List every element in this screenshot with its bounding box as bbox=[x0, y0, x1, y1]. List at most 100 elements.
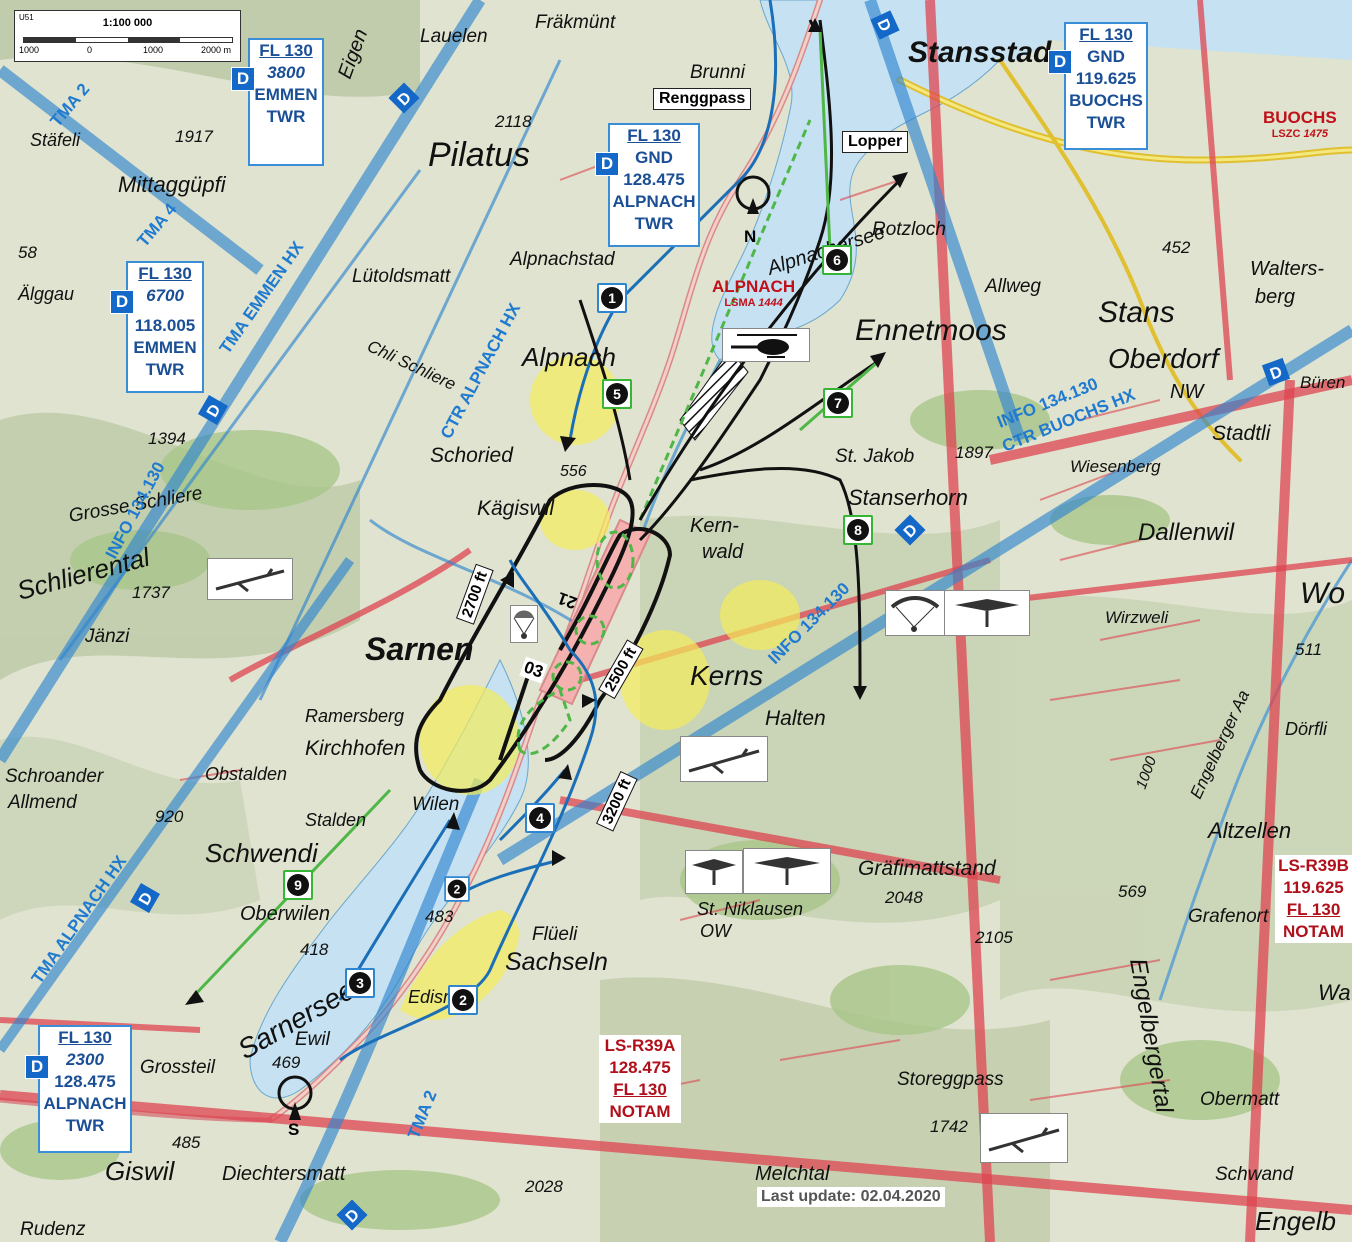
place-label: 452 bbox=[1162, 238, 1191, 257]
dashed-green-circuit bbox=[516, 119, 812, 756]
place-label: Schroander bbox=[5, 766, 104, 787]
place-label: Schwand bbox=[1215, 1164, 1295, 1185]
place-label: Sachseln bbox=[505, 948, 608, 976]
place-label: Kern- bbox=[690, 515, 739, 537]
place-label: 2048 bbox=[884, 888, 923, 907]
place-label: Alpnach bbox=[520, 342, 616, 372]
scale-corner: U51 bbox=[19, 13, 34, 22]
freq-box-buochs[interactable]: FL 130 GND 119.625 BUOCHS TWR bbox=[1064, 22, 1148, 150]
freq-box-alpnach[interactable]: FL 130 GND 128.475 ALPNACH TWR bbox=[608, 123, 700, 247]
scale-tick: 1000 bbox=[143, 45, 164, 55]
place-label: St. Niklausen bbox=[697, 899, 803, 919]
place-label: Dörfli bbox=[1285, 719, 1328, 739]
place-label: 418 bbox=[300, 940, 329, 959]
glider-icon bbox=[980, 1113, 1068, 1163]
place-label: wald bbox=[702, 541, 744, 563]
place-label: Grafenort bbox=[1188, 906, 1269, 927]
glider-icon bbox=[207, 558, 293, 600]
place-label: 483 bbox=[425, 907, 454, 926]
gate-north-label: N bbox=[744, 227, 757, 246]
scale-tick: 0 bbox=[87, 45, 93, 55]
place-label: 2118 bbox=[494, 112, 532, 131]
place-label: 1742 bbox=[930, 1117, 968, 1136]
place-label: Jänzi bbox=[84, 626, 130, 647]
place-label: 1394 bbox=[148, 429, 186, 448]
place-label: Ennetmoos bbox=[855, 314, 1007, 347]
waypoint-3[interactable]: 3 bbox=[345, 968, 375, 998]
place-label: Allweg bbox=[984, 276, 1041, 297]
place-label: Wo bbox=[1300, 577, 1345, 610]
place-label: 2028 bbox=[524, 1177, 563, 1196]
place-label: 511 bbox=[1295, 640, 1322, 659]
waypoint-6[interactable]: 6 bbox=[822, 245, 852, 275]
aerodrome-alpnach[interactable]: ALPNACH LSMA 1444 bbox=[712, 277, 796, 309]
waypoint-8[interactable]: 8 bbox=[843, 515, 873, 545]
place-label: Rotzloch bbox=[872, 219, 946, 240]
place-label: Büren bbox=[1300, 373, 1345, 392]
reporting-point-lopper[interactable]: Lopper bbox=[842, 131, 909, 153]
hazard-zones bbox=[400, 355, 800, 1020]
place-label: Altzellen bbox=[1206, 818, 1291, 843]
place-label: Storeggpass bbox=[897, 1069, 1004, 1090]
restricted-box-r39b[interactable]: LS-R39B 119.625 FL 130 NOTAM bbox=[1275, 855, 1352, 943]
helicopter-icon bbox=[722, 328, 810, 362]
gate-south-marker[interactable] bbox=[277, 1075, 313, 1120]
waypoint-9[interactable]: 9 bbox=[283, 870, 313, 900]
scale-bar: U51 1:100 000 1000 0 1000 2000 m bbox=[14, 10, 241, 62]
place-label: 2105 bbox=[974, 928, 1013, 947]
place-label: Wilen bbox=[412, 794, 459, 815]
route-arrowheads bbox=[185, 18, 908, 1005]
aerodrome-buochs[interactable]: BUOCHS LSZC 1475 bbox=[1263, 108, 1337, 140]
waypoint-7[interactable]: 7 bbox=[823, 388, 853, 418]
place-label: Schoried bbox=[430, 444, 514, 467]
place-label: NW bbox=[1170, 381, 1205, 403]
place-label: Stäfeli bbox=[30, 130, 81, 150]
place-label: 569 bbox=[1118, 882, 1147, 901]
class-d-badge: D bbox=[231, 67, 255, 91]
hang-glider-icon bbox=[944, 590, 1030, 636]
glider-icon bbox=[680, 736, 768, 782]
waypoint-2-alt[interactable]: 2 bbox=[444, 876, 470, 902]
paraglider-icon bbox=[885, 590, 945, 636]
place-label: Ramersberg bbox=[305, 706, 404, 726]
class-d-badge: D bbox=[110, 290, 134, 314]
scale-tick: 2000 m bbox=[201, 45, 232, 55]
place-label: berg bbox=[1255, 286, 1295, 308]
waypoint-5[interactable]: 5 bbox=[602, 379, 632, 409]
place-label: Stansstad bbox=[908, 36, 1052, 69]
place-label: Lauelen bbox=[420, 26, 488, 47]
freq-box-alpnach-2300[interactable]: FL 130 2300 128.475 ALPNACH TWR bbox=[38, 1025, 132, 1153]
forest-patches bbox=[0, 390, 1280, 1230]
scale-ratio: 1:100 000 bbox=[102, 17, 153, 29]
place-label: Engelb bbox=[1255, 1206, 1336, 1236]
waypoint-4[interactable]: 4 bbox=[525, 803, 555, 833]
place-label: Grossteil bbox=[140, 1057, 216, 1078]
gate-south-label: S bbox=[288, 1120, 300, 1139]
freq-box-emmen-6700[interactable]: FL 130 6700 118.005 EMMEN TWR bbox=[126, 261, 204, 393]
place-label: Diechtersmatt bbox=[222, 1163, 347, 1185]
scale-graphic bbox=[23, 37, 233, 43]
last-update-label: Last update: 02.04.2020 bbox=[757, 1187, 945, 1207]
place-label: Oberdorf bbox=[1108, 343, 1222, 374]
freq-box-emmen-3800[interactable]: FL 130 3800 EMMEN TWR bbox=[248, 38, 324, 166]
class-d-badge: D bbox=[595, 152, 619, 176]
restricted-box-r39a[interactable]: LS-R39A 128.475 FL 130 NOTAM bbox=[599, 1035, 681, 1123]
waypoint-1[interactable]: 1 bbox=[597, 283, 627, 313]
place-label: Stans bbox=[1098, 296, 1175, 329]
place-label: Älggau bbox=[17, 284, 74, 304]
place-label: Walters- bbox=[1250, 258, 1324, 280]
hang-glider-icon bbox=[685, 850, 743, 894]
place-label: Ewil bbox=[295, 1029, 331, 1050]
place-label: Stadtli bbox=[1212, 422, 1272, 445]
traffic-circuits bbox=[414, 483, 673, 793]
gate-north-marker[interactable] bbox=[735, 175, 771, 214]
place-label: Stanserhorn bbox=[848, 485, 968, 510]
place-label: Obermatt bbox=[1200, 1089, 1280, 1110]
place-label: Obstalden bbox=[205, 764, 287, 784]
class-d-badge: D bbox=[25, 1055, 49, 1079]
parachute-icon bbox=[510, 605, 538, 643]
place-label: Schwendi bbox=[205, 838, 319, 868]
place-label: Giswil bbox=[105, 1156, 176, 1186]
waypoint-2[interactable]: 2 bbox=[448, 985, 478, 1015]
reporting-point-renggpass[interactable]: Renggpass bbox=[653, 88, 752, 110]
